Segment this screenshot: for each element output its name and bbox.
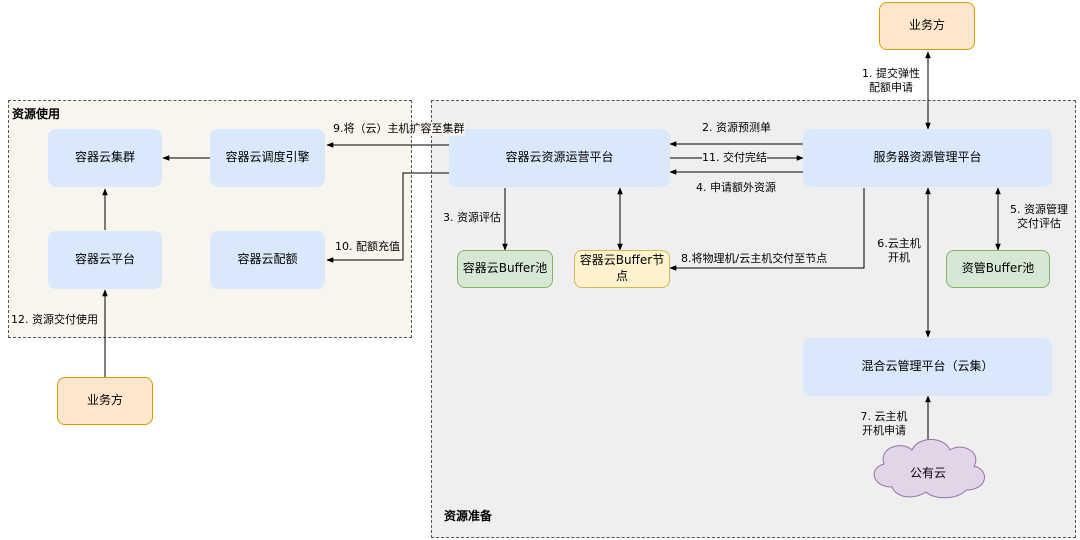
container-quota-node: 容器云配额: [210, 231, 325, 289]
edge-6-label-line-1: 6.云主机: [877, 237, 921, 250]
edge-7-label-line-1: 7. 云主机: [860, 410, 908, 423]
server-mgmt-platform-node: 服务器资源管理平台: [803, 129, 1052, 187]
edge-12-label: 12. 资源交付使用: [11, 313, 98, 328]
edge-11-label: 11. 交付完结: [702, 151, 767, 166]
edge-1-label: 1. 提交弹性 配额申请: [856, 67, 926, 96]
resource-usage-title: 资源使用: [12, 107, 61, 121]
biz-party-bottom-node: 业务方: [57, 377, 153, 425]
container-scheduler-node: 容器云调度引擎: [210, 129, 325, 187]
edge-9-label: 9.将（云）主机扩容至集群: [333, 122, 465, 137]
edge-4-label: 4. 申请额外资源: [696, 181, 776, 194]
edge-10-label: 10. 配额充值: [335, 240, 400, 255]
edge-5-label-line-1: 5. 资源管理: [1010, 203, 1068, 216]
edge-6-label: 6.云主机 开机: [872, 237, 926, 266]
container-platform-node: 容器云平台: [48, 231, 162, 289]
edge-8-label: 8.将物理机/云主机交付至节点: [681, 252, 828, 265]
edge-1-label-line-2: 配额申请: [869, 81, 913, 95]
edge-1-label-line-1: 1. 提交弹性: [862, 67, 920, 80]
edge-7-label-line-2: 开机申请: [862, 424, 906, 438]
container-cluster-node: 容器云集群: [48, 129, 162, 187]
public-cloud-shape: [873, 439, 985, 499]
edge-5-label: 5. 资源管理 交付评估: [1002, 203, 1076, 232]
edge-8-line: [669, 188, 865, 271]
asset-buffer-pool-node: 资管Buffer池: [946, 250, 1050, 288]
ops-platform-node: 容器云资源运营平台: [449, 129, 670, 187]
edge-6-label-line-2: 开机: [888, 251, 910, 265]
resource-prep-title: 资源准备: [444, 509, 493, 523]
buffer-node-node: 容器云Buffer节点: [574, 250, 670, 288]
public-cloud-node: 公有云: [909, 466, 946, 480]
hybrid-cloud-platform-node: 混合云管理平台（云集）: [803, 338, 1052, 396]
edge-5-label-line-2: 交付评估: [1017, 217, 1061, 231]
edge-3-label: 3. 资源评估: [443, 211, 501, 224]
edge-10-line: [326, 172, 449, 263]
buffer-pool-node: 容器云Buffer池: [457, 250, 553, 288]
edge-2-label: 2. 资源预测单: [702, 121, 771, 134]
edge-7-label: 7. 云主机 开机申请: [844, 410, 924, 439]
biz-party-top-node: 业务方: [879, 2, 975, 50]
